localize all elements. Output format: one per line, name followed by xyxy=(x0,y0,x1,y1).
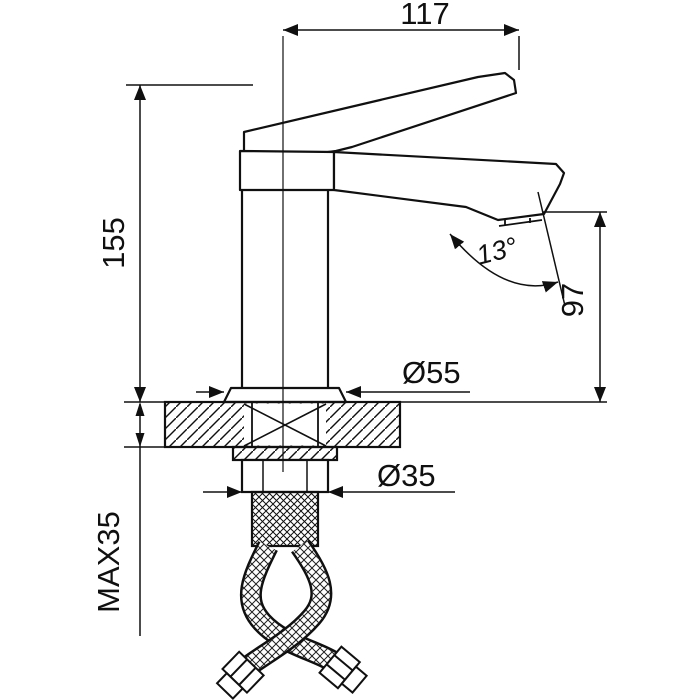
friction-washer xyxy=(231,445,339,462)
supply-hoses xyxy=(215,539,369,700)
cartridge-cap xyxy=(238,149,336,192)
body-column xyxy=(240,190,330,388)
dim-angle-label: 13° xyxy=(473,231,520,270)
dim-35-label: Ø35 xyxy=(377,458,436,493)
aerator-line xyxy=(498,218,543,227)
dim-117-label: 117 xyxy=(400,0,449,31)
hose-fitting-right xyxy=(318,645,369,694)
spout xyxy=(332,150,566,222)
supply-hose-left xyxy=(243,539,333,674)
dim-max35-label: MAX35 xyxy=(91,511,126,613)
dim-max35-arrow-up xyxy=(135,402,145,416)
faucet-body xyxy=(222,71,566,404)
dim-max35-arrow-down xyxy=(135,433,145,447)
mounting-hardware xyxy=(231,445,339,548)
dimension-lines xyxy=(124,24,607,636)
threaded-shank xyxy=(250,490,320,548)
dim-97-label: 97 xyxy=(555,283,590,317)
lock-nut xyxy=(240,458,330,494)
supply-hose-right xyxy=(239,541,338,671)
dim-155-label: 155 xyxy=(96,217,131,269)
hose-fitting-left xyxy=(215,650,266,700)
dim-55-label: Ø55 xyxy=(402,355,461,390)
base-flange xyxy=(222,386,348,404)
handle-lever xyxy=(242,71,518,165)
angle-arc xyxy=(449,233,559,293)
